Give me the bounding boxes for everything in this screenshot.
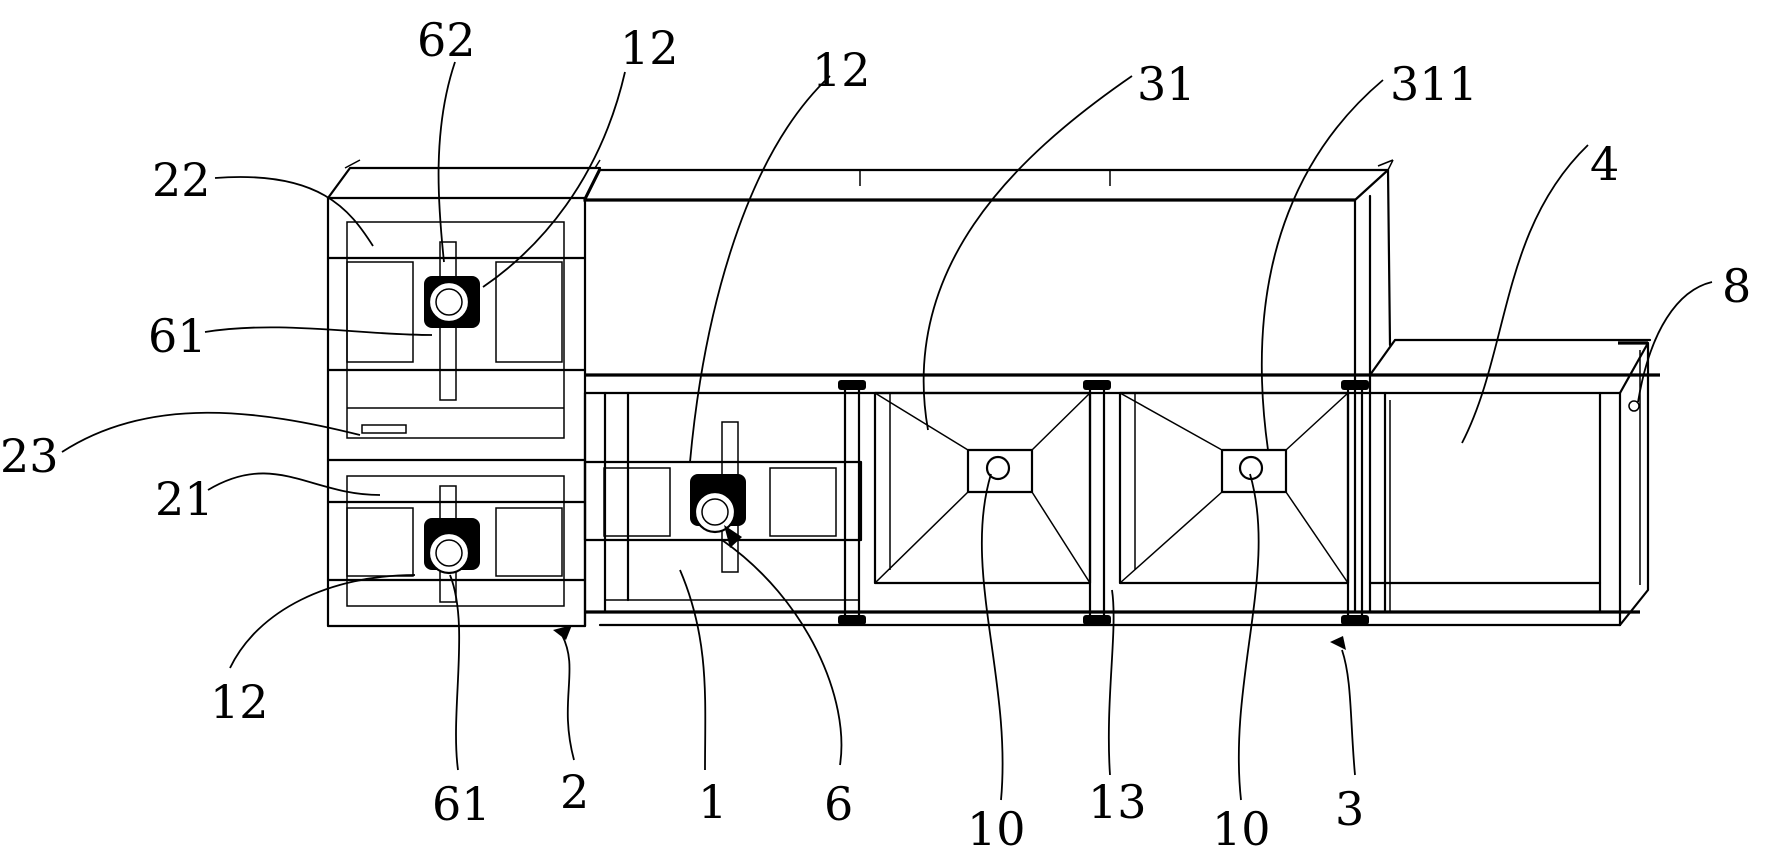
label-1: 1 (698, 775, 727, 829)
label-3: 3 (1335, 782, 1364, 836)
hopper-2 (1118, 391, 1350, 585)
label-21: 21 (155, 472, 214, 526)
label-61: 61 (432, 777, 491, 831)
hopper-1 (873, 391, 1092, 585)
leader-lines (61, 61, 1713, 801)
right-box (1368, 338, 1652, 627)
label-12: 12 (812, 43, 871, 97)
post-2 (1083, 380, 1111, 625)
label-12: 12 (210, 675, 269, 729)
label-13: 13 (1088, 775, 1147, 829)
main-tank (583, 373, 1660, 628)
back-wall (583, 159, 1394, 614)
bearing-lower-left (424, 518, 480, 575)
cross-member (583, 421, 863, 573)
label-12: 12 (620, 21, 679, 75)
label-2: 2 (560, 765, 589, 819)
label-61: 61 (148, 309, 207, 363)
label-6: 6 (824, 777, 853, 831)
label-22: 22 (152, 153, 211, 207)
label-31: 31 (1137, 57, 1196, 111)
bearing-upper-left (424, 276, 480, 328)
label-311: 311 (1390, 57, 1478, 111)
label-10: 10 (1212, 802, 1271, 855)
left-frame (326, 159, 602, 628)
post-1 (838, 380, 866, 625)
label-8: 8 (1722, 259, 1751, 313)
label-4: 4 (1590, 137, 1619, 191)
reference-labels: 22 62 12 12 31 311 4 8 61 23 21 12 61 2 … (0, 13, 1751, 855)
label-10: 10 (967, 802, 1026, 855)
label-62: 62 (417, 13, 476, 67)
label-23: 23 (0, 429, 59, 483)
post-3 (1341, 380, 1369, 625)
